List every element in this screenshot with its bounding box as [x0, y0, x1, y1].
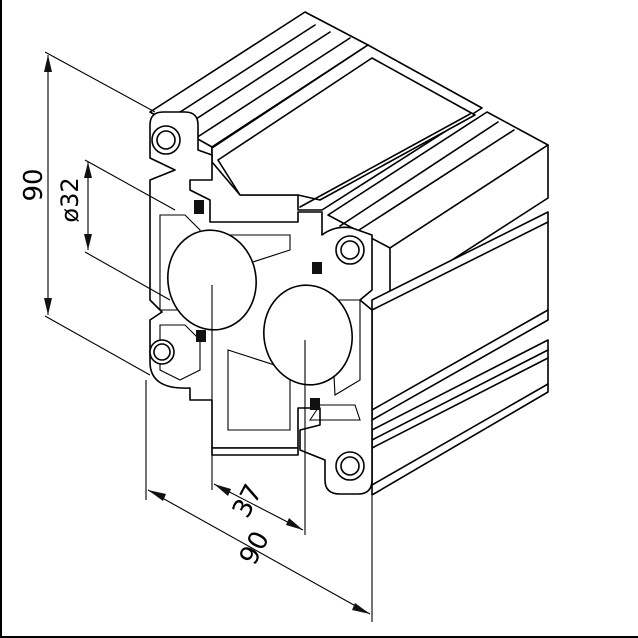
width-label: 90: [234, 527, 276, 570]
bottom-rail: [211, 447, 299, 456]
dim-height: [44, 51, 156, 376]
top-middle-face: [211, 44, 483, 211]
right-side-lower: [371, 339, 549, 496]
bore-diameter-label: ø32: [56, 177, 84, 222]
dim-bore-spacing: [211, 285, 306, 535]
height-label: 90: [19, 168, 49, 201]
dim-bore-diameter: [84, 159, 176, 301]
front-cross-section: [149, 111, 373, 495]
bore-spacing-label: 37: [227, 480, 269, 523]
dim-width: [145, 380, 373, 622]
